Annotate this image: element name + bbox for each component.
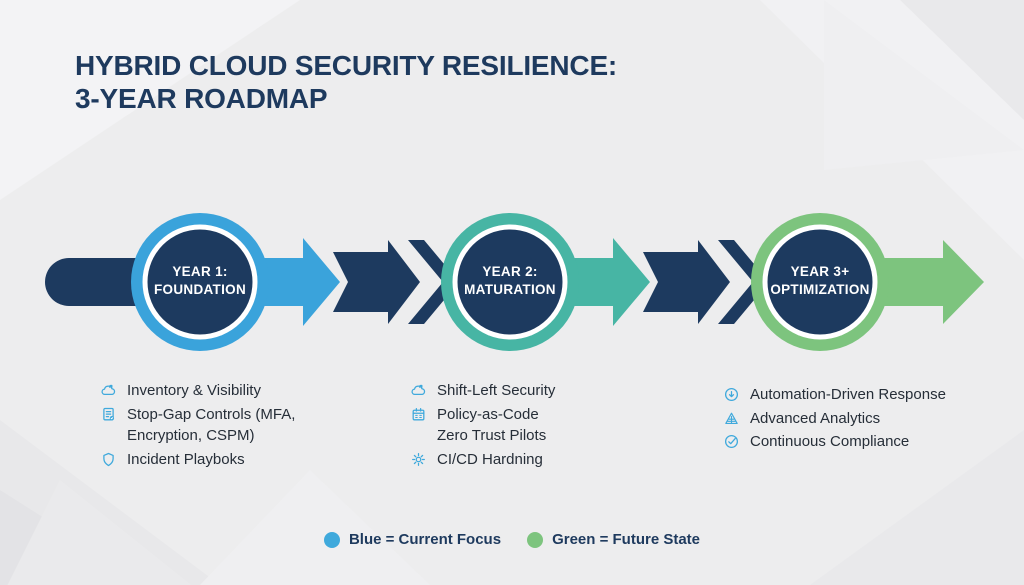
green-dot-icon: [527, 531, 544, 548]
item-line: CI/CD Hardning: [437, 450, 543, 468]
calendar-icon: [410, 406, 427, 423]
page-title: HYBRID CLOUD SECURITY RESILIENCE: 3-YEAR…: [75, 49, 617, 115]
item-text: Shift-Left Security: [437, 380, 555, 402]
item-text: Stop-Gap Controls (MFA, Encryption, CSPM…: [127, 404, 295, 447]
phase1-list: Inventory & Visibility Stop-Gap Controls…: [100, 380, 350, 472]
item-text: Continuous Compliance: [750, 431, 909, 453]
list-item: Inventory & Visibility: [100, 380, 350, 402]
cloud-icon: [100, 382, 117, 399]
legend-entry-current-focus: Blue = Current Focus: [323, 531, 502, 548]
item-line: Inventory & Visibility: [127, 382, 261, 399]
item-text: Inventory & Visibility: [127, 380, 261, 402]
item-text: Automation-Driven Response: [750, 384, 946, 406]
list-item: Automation-Driven Response: [723, 384, 973, 406]
arrow-navy-block-2: [643, 240, 730, 324]
list-item: Stop-Gap Controls (MFA, Encryption, CSPM…: [100, 404, 350, 447]
list-item: Policy-as-Code Zero Trust Pilots: [410, 404, 660, 447]
legend-label: Blue = Current Focus: [348, 531, 502, 548]
milestone-label-year3-line2: OPTIMIZATION: [770, 282, 869, 297]
milestone-label-year2-line2: MATURATION: [464, 282, 556, 297]
item-text: Advanced Analytics: [750, 408, 880, 430]
milestone-year1: YEAR 1: FOUNDATION: [131, 213, 269, 351]
item-line: Automation-Driven Response: [750, 386, 946, 403]
milestone-label-year2-line1: YEAR 2:: [482, 264, 537, 279]
milestone-label-year3-line1: YEAR 3+: [791, 264, 850, 279]
milestone-year3: YEAR 3+ OPTIMIZATION: [751, 213, 889, 351]
legend-label: Green = Future State: [552, 531, 701, 548]
document-check-icon: [100, 406, 117, 423]
item-text: Policy-as-Code Zero Trust Pilots: [437, 404, 546, 447]
cloud-arrow-icon: [410, 382, 427, 399]
phase2-list: Shift-Left Security Policy-as-Code Zero …: [410, 380, 660, 472]
blue-dot-icon: [323, 531, 340, 548]
analytics-icon: [723, 410, 740, 427]
gear-icon: [410, 451, 427, 468]
arrow-navy-block-1: [333, 240, 420, 324]
list-item: CI/CD Hardning: [410, 449, 660, 471]
list-item: Incident Playboks: [100, 449, 350, 471]
shield-icon: [100, 451, 117, 468]
item-text: CI/CD Hardning: [437, 449, 543, 471]
milestone-year2: YEAR 2: MATURATION: [441, 213, 579, 351]
milestone-label-year1-line2: FOUNDATION: [154, 282, 246, 297]
item-line: Zero Trust Pilots: [437, 427, 547, 444]
phase3-list: Automation-Driven Response Advanced Anal…: [723, 384, 973, 455]
legend: Blue = Current Focus Green = Future Stat…: [0, 531, 1024, 548]
legend-entry-future-state: Green = Future State: [527, 531, 700, 548]
milestone-core-year2: [457, 229, 563, 335]
item-line: Policy-as-Code: [437, 405, 539, 423]
page-title-line1: HYBRID CLOUD SECURITY RESILIENCE:: [75, 50, 618, 81]
item-line: Continuous Compliance: [750, 433, 910, 450]
list-item: Shift-Left Security: [410, 380, 660, 402]
item-line: Encryption, CSPM): [127, 427, 255, 444]
item-line: Advanced Analytics: [750, 409, 881, 427]
list-item: Continuous Compliance: [723, 431, 973, 453]
compliance-check-icon: [723, 433, 740, 450]
item-line: Shift-Left Security: [437, 382, 556, 399]
milestone-core-year1: [147, 229, 253, 335]
page-title-line2: 3-YEAR ROADMAP: [75, 83, 328, 114]
item-line: Stop-Gap Controls (MFA,: [127, 405, 296, 423]
milestone-core-year3: [767, 229, 873, 335]
item-line: Incident Playboks: [127, 450, 245, 468]
milestone-label-year1-line1: YEAR 1:: [172, 264, 227, 279]
list-item: Advanced Analytics: [723, 408, 973, 430]
automation-icon: [723, 386, 740, 403]
item-text: Incident Playboks: [127, 449, 245, 471]
